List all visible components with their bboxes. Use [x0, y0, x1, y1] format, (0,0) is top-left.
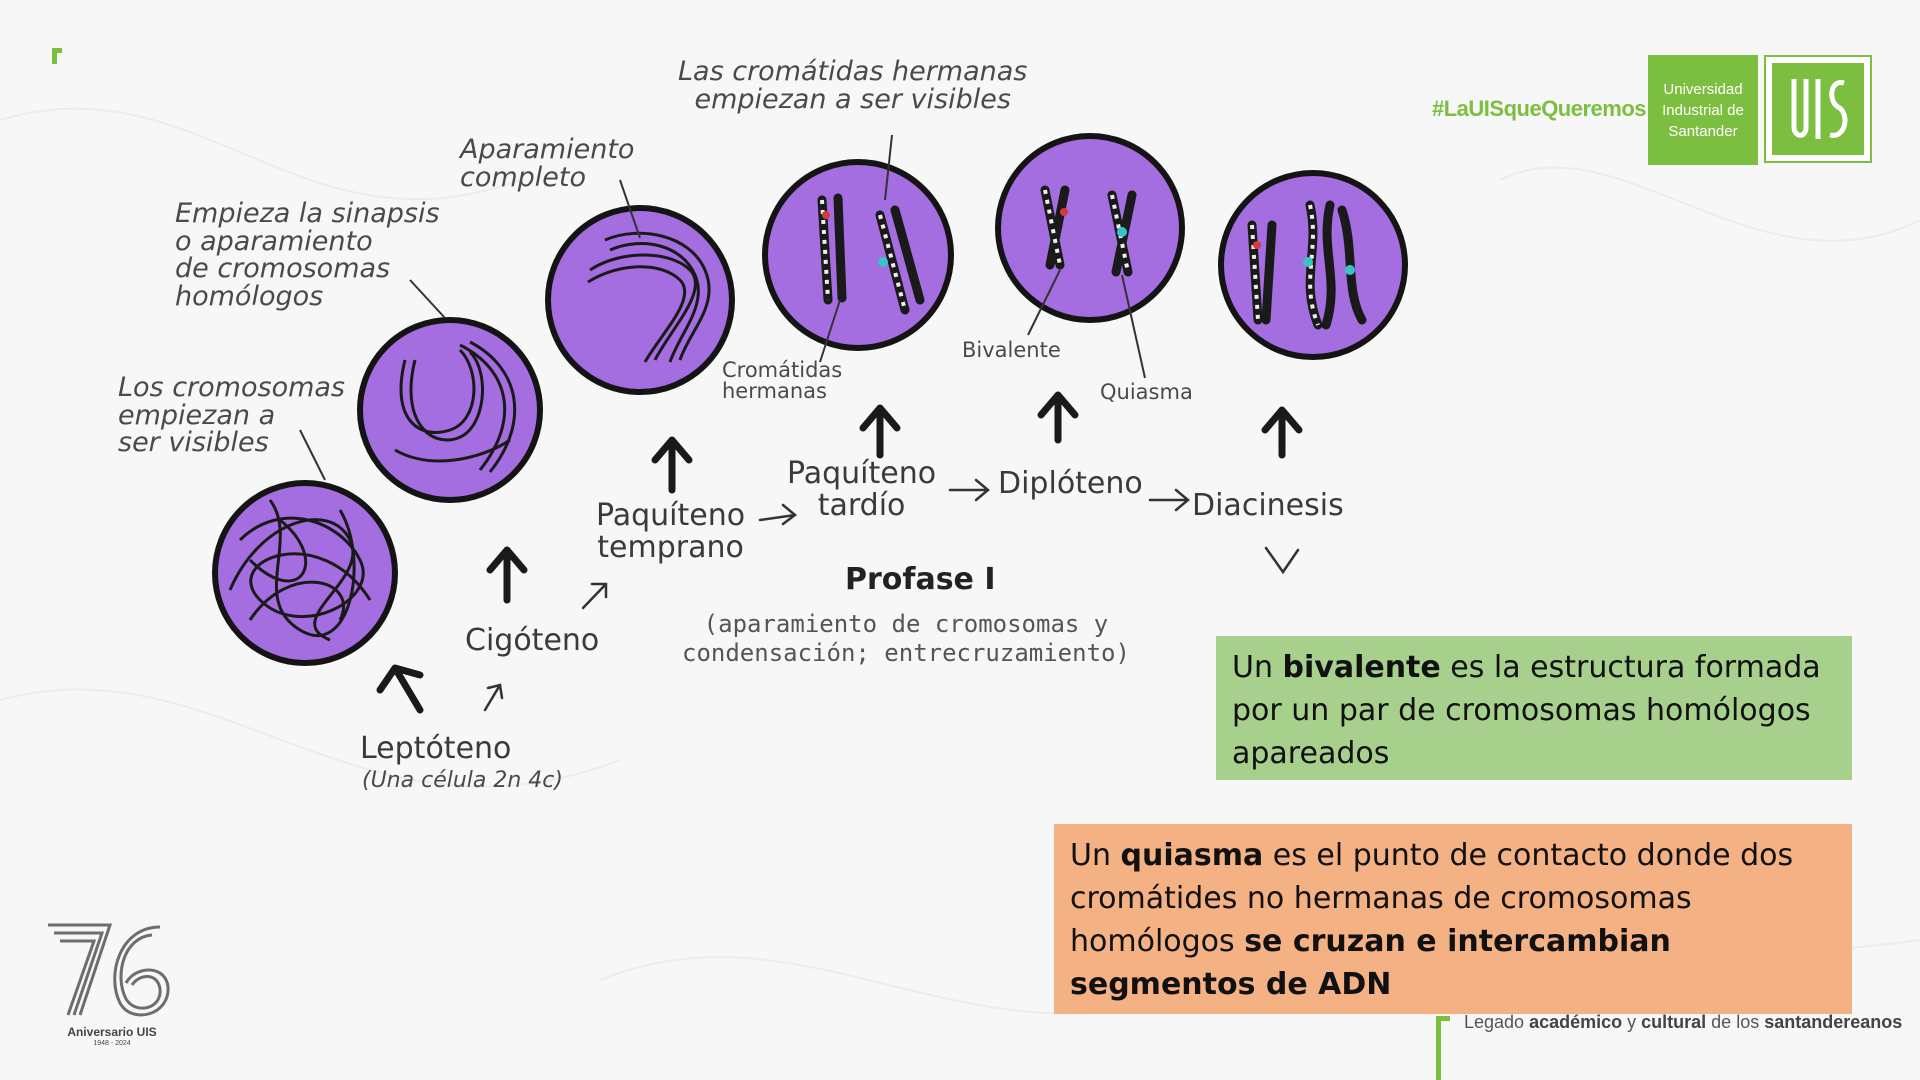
uis-logo: [1764, 55, 1872, 163]
footer-tagline: Legado académico y cultural de los santa…: [1464, 1012, 1902, 1033]
label-chiasma: Quiasma: [1100, 380, 1193, 404]
label-bivalent: Bivalente: [962, 338, 1061, 362]
cell-leptotene: [212, 480, 398, 666]
hashtag-text: #LaUISqueQueremos: [1432, 96, 1647, 121]
annotation-pairing-complete: Aparamiento completo: [460, 134, 635, 193]
cell-zygotene: [357, 317, 543, 503]
cell-note: (Una célula 2n 4c): [362, 768, 563, 793]
bivalent-def-term: bivalente: [1282, 650, 1441, 685]
anniversary-label: Aniversario UIS: [67, 1025, 157, 1039]
leptotene-threads: [228, 499, 372, 642]
bivalent-def-pre: Un: [1232, 650, 1283, 685]
stage-early-pachytene: Paquíteno temprano: [596, 498, 746, 565]
annotation-synapsis-begins: Empieza la sinapsis o aparamiento de cro…: [175, 198, 440, 312]
corner-accent: [52, 48, 57, 64]
cell-diplotene: [995, 133, 1185, 323]
diagram-title: Profase I: [845, 562, 996, 597]
annotation-sister-chromatids-visible: Las cromátidas hermanas empiezan a ser v…: [678, 56, 1028, 115]
footer-text-6: santandereanos: [1764, 1012, 1903, 1032]
anniversary-years: 1948 - 2024: [93, 1040, 131, 1047]
footer-text-2: académico: [1529, 1012, 1623, 1032]
chiasma-def-term: quiasma: [1120, 838, 1264, 873]
stage-zygotene: Cigóteno: [465, 623, 600, 658]
chiasma-definition-box: Un quiasma es el punto de contacto donde…: [1054, 824, 1852, 1014]
stage-diplotene: Diplóteno: [998, 466, 1143, 501]
cell-late-pachytene: [762, 159, 954, 351]
uis-monogram-icon: [1772, 63, 1864, 155]
early-pachytene-threads: [587, 231, 711, 363]
footer-text-3: y: [1622, 1012, 1642, 1032]
stage-diakinesis: Diacinesis: [1192, 488, 1344, 523]
footer-accent-line: [1436, 1016, 1450, 1080]
chiasma-def-pre: Un: [1070, 838, 1121, 873]
chiasma-def-mid: es el punto de contacto donde dos cromát…: [1070, 838, 1794, 959]
annotation-chromosomes-visible: Los cromosomas empiezan a ser visibles: [118, 372, 345, 459]
footer-text-1: Legado: [1464, 1012, 1530, 1032]
stage-leptotene: Leptóteno: [360, 731, 512, 766]
footer-text-4: cultural: [1641, 1012, 1707, 1032]
anniversary-76-logo: [48, 923, 170, 1017]
bivalent-definition-box: Un bivalente es la estructura formada po…: [1216, 636, 1852, 780]
footer-text-5: de los: [1706, 1012, 1765, 1032]
university-name-logo: Universidad Industrial de Santander: [1648, 55, 1758, 165]
bivalent-def-rest: es la estructura formada por un par de c…: [1232, 650, 1821, 771]
chiasma-def-emph: se cruzan e intercambian segmentos de AD…: [1070, 924, 1671, 1002]
label-sister-chromatids: Cromátidas hermanas: [722, 358, 843, 404]
corner-accent-top: [52, 48, 62, 53]
stage-late-pachytene: Paquíteno tardío: [787, 456, 937, 523]
zygotene-threads: [394, 340, 517, 473]
diagram-subtitle: (aparamiento de cromosomas y condensació…: [682, 610, 1130, 667]
